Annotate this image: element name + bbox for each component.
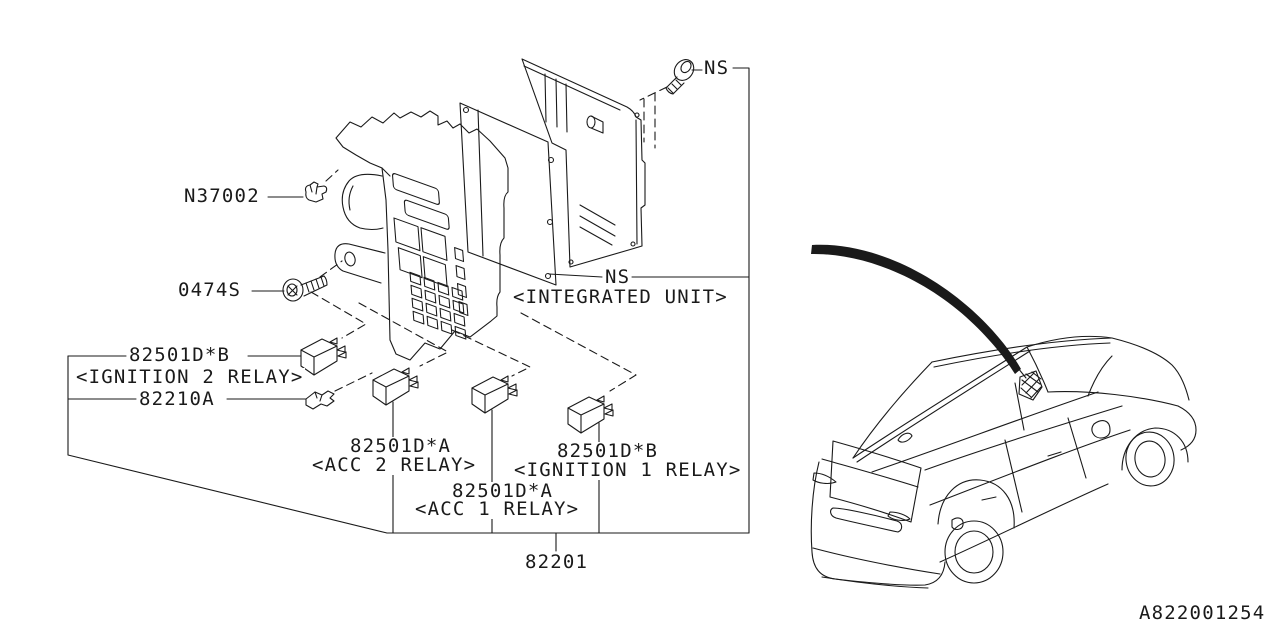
integrated-unit-drawing bbox=[459, 58, 646, 286]
label-fuse-puller-part: 82210A bbox=[138, 388, 216, 410]
relay-acc2-drawing bbox=[372, 367, 419, 406]
relay-acc1-drawing bbox=[471, 375, 518, 414]
label-acc2-name: <ACC 2 RELAY> bbox=[311, 454, 478, 476]
label-ns-screw: NS bbox=[703, 57, 731, 79]
label-acc1-name: <ACC 1 RELAY> bbox=[414, 498, 581, 520]
relay-ignition2-drawing bbox=[300, 337, 347, 376]
label-ignition2-name: <IGNITION 2 RELAY> bbox=[75, 366, 305, 388]
label-ignition2-part: 82501D*B bbox=[128, 344, 232, 366]
location-arrow bbox=[811, 244, 1027, 379]
relay-ignition1-drawing bbox=[567, 395, 614, 434]
ns-screw-drawing bbox=[665, 59, 695, 95]
label-acc2-part: 82501D*A bbox=[349, 435, 453, 457]
car-drawing bbox=[810, 335, 1197, 589]
clip-drawing bbox=[304, 181, 328, 203]
fuse-puller-drawing bbox=[305, 390, 335, 410]
tapping-screw-drawing bbox=[282, 275, 328, 302]
label-integrated-unit-name: <INTEGRATED UNIT> bbox=[512, 286, 729, 308]
mount-bracket-arm bbox=[334, 243, 386, 284]
dashed-assembly-lines bbox=[310, 86, 668, 392]
fuse-box-drawing bbox=[334, 110, 509, 361]
leader-lines bbox=[67, 67, 750, 552]
label-screw-part: 0474S bbox=[177, 279, 243, 301]
label-ignition1-name: <IGNITION 1 RELAY> bbox=[513, 459, 743, 481]
drawing-code: A822001254 bbox=[1139, 602, 1266, 624]
label-acc1-part: 82501D*A bbox=[451, 480, 555, 502]
label-ns-unit: NS bbox=[604, 266, 632, 288]
label-ignition1-part: 82501D*B bbox=[556, 440, 660, 462]
location-marker bbox=[1018, 370, 1043, 401]
label-fuse-box-part: 82201 bbox=[524, 551, 590, 573]
label-clip-part: N37002 bbox=[183, 185, 261, 207]
